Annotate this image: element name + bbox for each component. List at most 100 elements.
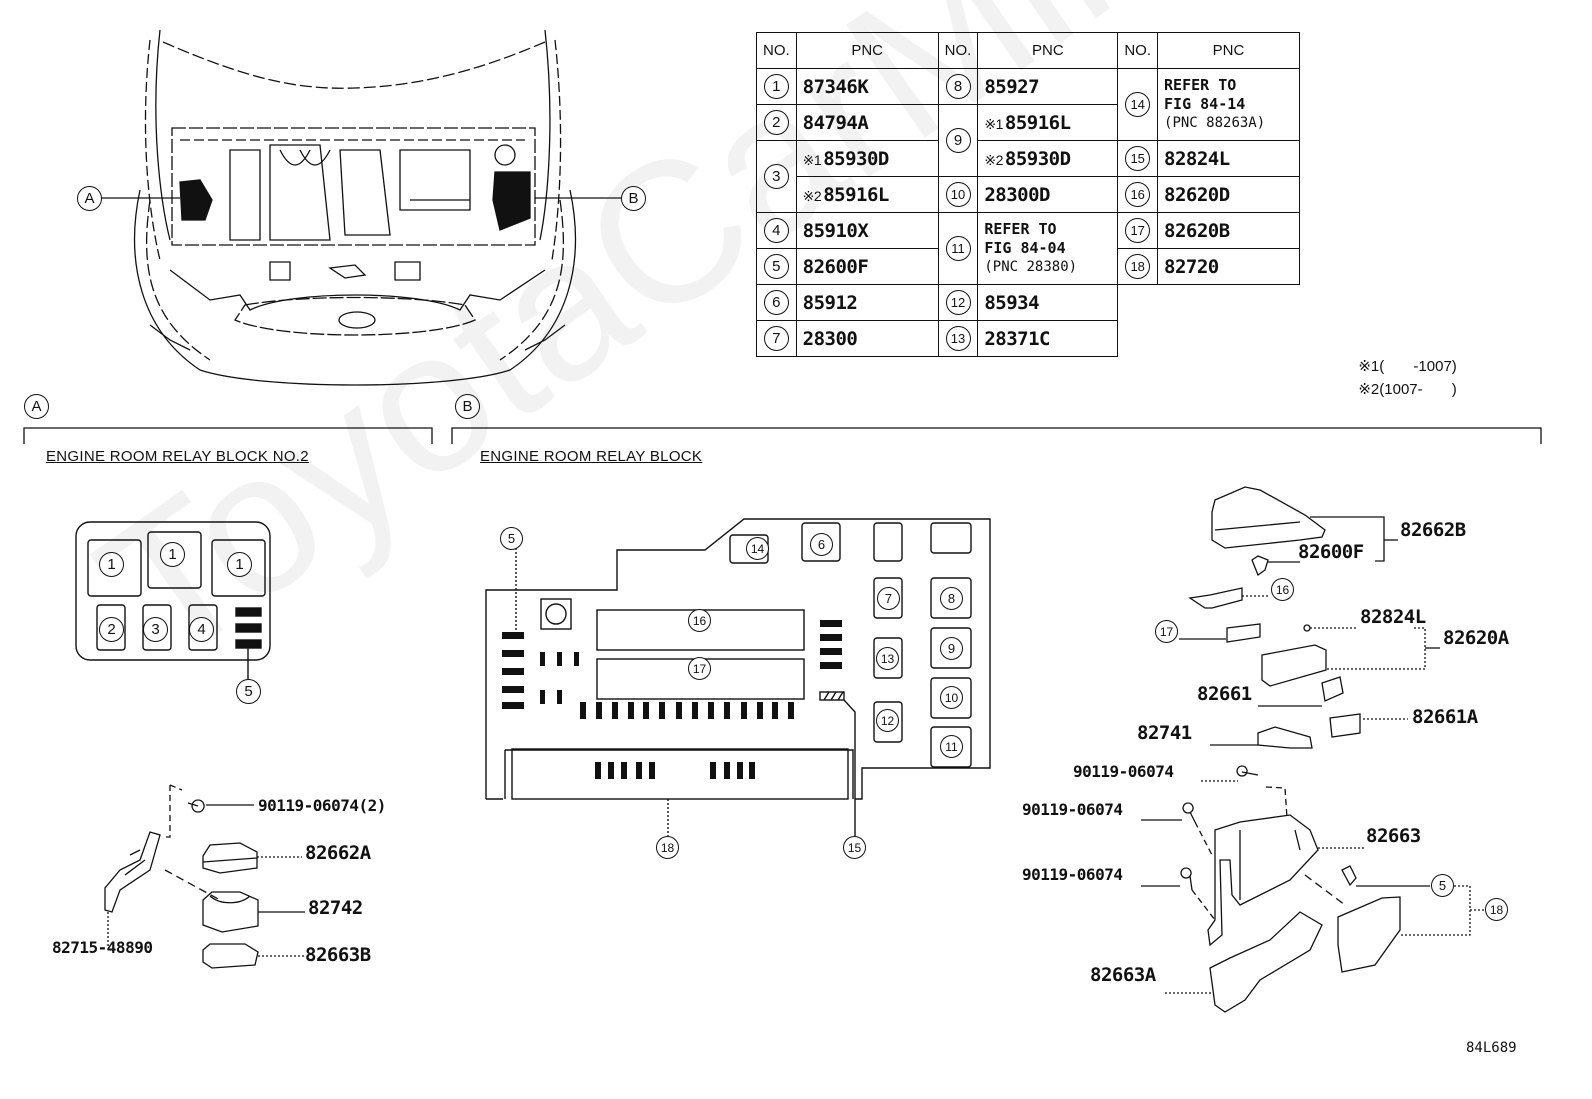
fuse [235,623,262,633]
clip-82600f [1251,555,1269,577]
part-label[interactable]: 82663 [1366,825,1421,847]
ref-line: FIG 84-04 [984,239,1066,257]
item-number: 16 [1125,182,1151,207]
part-label[interactable]: 90119-06074 [1073,762,1174,781]
part-82620a [1261,644,1327,687]
part-label[interactable]: 82600F [1298,541,1364,563]
fuse [788,702,794,719]
part-label[interactable]: 82620A [1443,627,1509,649]
pnc-reference: REFER TO FIG 84-14 (PNC 88263A) [1157,68,1301,141]
header-no-1: NO. [756,32,797,69]
item-number: 18 [1125,254,1151,279]
slot-12 [873,701,903,743]
part-label[interactable]: 90119-06074 [1022,865,1123,884]
grille [234,296,476,336]
cover-82662a [202,842,258,874]
fuse [557,652,562,666]
pnc-value: 85930D [1004,147,1071,170]
bracket-82715 [104,831,161,913]
fuse [710,762,716,779]
part-label-circle[interactable]: 5 [1431,874,1454,897]
fuse [741,702,747,719]
part-label[interactable]: 82663B [305,944,371,966]
fuse [574,652,579,666]
slot-label-14: 14 [746,537,769,560]
pnc-value: 82620B [1157,212,1301,249]
fuse [757,702,763,719]
fuse [692,702,698,719]
fuse [749,762,755,779]
part-label[interactable]: 90119-06074(2) [258,796,386,815]
part-label[interactable]: 82742 [308,897,363,919]
fuse [557,690,562,704]
part-label[interactable]: 82715-48890 [52,938,153,957]
item-number: 4 [763,218,789,243]
fuse [820,620,842,627]
fuse [540,690,545,704]
bolt-icon [187,799,205,813]
part-label[interactable]: 82824L [1360,606,1426,628]
part-label[interactable]: 82663A [1090,964,1156,986]
item-number: 15 [1125,146,1151,171]
fuse [595,762,601,779]
fuse [676,702,682,719]
header-no-3: NO. [1117,32,1159,69]
relay-block-a-location [179,179,213,221]
part-label[interactable]: 82662B [1400,519,1466,541]
fuse [628,702,634,719]
part-label-circle[interactable]: 16 [1271,578,1294,601]
fuse [540,652,545,666]
pnc-value: 82620D [1157,176,1301,213]
item-number: 14 [1125,92,1151,117]
slot-label-17: 17 [688,657,711,680]
slot-label-10: 10 [940,686,963,709]
slot-7 [873,577,903,619]
relay-block-b-location [492,171,531,231]
connector-18 [511,748,849,800]
footnote-2: ※2(1007- ) [1350,363,1457,398]
part-label[interactable]: 82741 [1137,722,1192,744]
fuse [621,762,627,779]
pnc-table: NO. PNC NO. PNC NO. PNC 1 87346K 8 85927… [756,32,1301,357]
dashed-guide [164,785,171,838]
part-label-circle[interactable]: 17 [1155,620,1178,643]
item-number: 17 [1125,218,1151,243]
slot-label-1: 1 [99,552,124,577]
fuse [502,702,524,709]
fuse [643,702,649,719]
part-82661a [1329,713,1361,738]
part-label[interactable]: 82661A [1412,706,1478,728]
slot-10 [930,677,972,719]
fuse [649,762,655,779]
item-number: 9 [945,128,971,153]
header-pnc-2: PNC [977,32,1119,69]
slot-label-1: 1 [160,542,185,567]
relay-slot [87,539,142,597]
variant-mark: ※1 [984,115,1003,132]
part-label[interactable]: 90119-06074 [1022,800,1123,819]
slot-11 [930,726,972,768]
fuse [724,762,730,779]
ref-line: FIG 84-14 [1164,95,1246,113]
fuse [502,686,524,693]
fuse [502,668,524,675]
cover-82662b [1211,486,1326,549]
pnc-value: 85912 [795,284,939,321]
fuse [608,762,614,779]
part-label-circle[interactable]: 18 [1485,898,1508,921]
slot-label-6: 6 [810,533,833,556]
part-label[interactable]: 82661 [1197,683,1252,705]
part-label[interactable]: 82662A [305,842,371,864]
slot-label-4: 4 [189,617,214,642]
item-number: 7 [763,326,789,351]
slot-blank [930,522,972,554]
callout-b-locator: B [621,186,646,211]
part-17 [1226,623,1261,643]
fuse [820,662,842,669]
footnote-text: (1007- ) [1379,381,1457,398]
